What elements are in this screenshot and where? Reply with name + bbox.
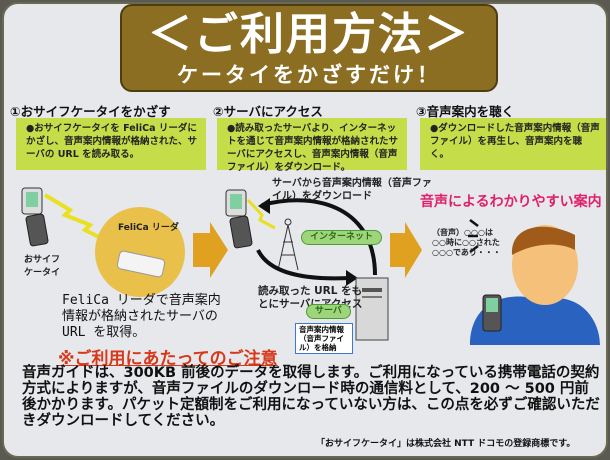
reader-caption: FeliCa リーダで音声案内情報が格納されたサーバの URL を取得。 xyxy=(62,293,221,340)
internet-label: インターネット xyxy=(301,230,383,245)
download-arrowhead xyxy=(258,198,270,214)
speech-lines-icon xyxy=(468,219,479,253)
server-storage-box: 音声案内情報（音声ファイル）を格納 xyxy=(295,323,353,354)
notice-body: 音声ガイドは、300KB 前後のデータを取得します。ご利用になっている携帯電話の… xyxy=(22,365,600,429)
access-arrowhead xyxy=(346,270,358,286)
arrow-right-icon-1 xyxy=(193,222,228,278)
access-arrow xyxy=(256,249,351,281)
step-1-heading: ①おサイフケータイをかざす xyxy=(10,104,171,119)
antenna-tower-icon xyxy=(277,218,299,271)
phone-icon-1 xyxy=(21,187,49,247)
step-2-description: ●読み取ったサーバより、インターネットを通じて音声案内情報が格納されたサーバにア… xyxy=(217,118,407,173)
server-icon xyxy=(355,277,389,341)
osaifu-phone-label: おサイフケータイ xyxy=(24,255,61,278)
arrow-right-icon-2 xyxy=(390,222,422,278)
felica-reader-circle xyxy=(95,207,185,297)
download-arrow xyxy=(261,198,377,276)
title-banner: ＜ご利用方法＞ ケータイをかざすだけ！ xyxy=(120,4,498,92)
signal-bolt-icon-2 xyxy=(246,198,276,230)
signal-bolt-icon xyxy=(43,193,106,242)
phone-icon-2 xyxy=(225,189,253,249)
notice-heading: ※ご利用にあたってのご注意 xyxy=(58,349,278,369)
speech-text: （音声）○○○は○○時に○○された○○○であり・・・ xyxy=(432,228,501,257)
step-3-description: ●ダウンロードした音声案内情報（音声ファイル）を再生し、音声案内を聴く。 xyxy=(420,118,606,170)
step-2-heading: ②サーバにアクセス xyxy=(213,104,323,119)
server-label: サーバ xyxy=(306,304,351,319)
download-label: サーバから音声案内情報（音声ファイル）をダウンロード xyxy=(272,178,432,202)
felica-reader-icon xyxy=(116,250,166,278)
step-1-description: ●おサイフケータイを FeliCa リーダにかざし、音声案内情報が格納された、サ… xyxy=(16,118,206,170)
flow-diagram xyxy=(21,187,600,345)
presenter-figure xyxy=(470,225,600,345)
step-3-heading: ③音声案内を聴く xyxy=(416,104,515,119)
page-subtitle: ケータイをかざすだけ！ xyxy=(177,63,441,87)
page-title: ＜ご利用方法＞ xyxy=(148,9,470,60)
trademark-note: 「おサイフケータイ」は株式会社 NTT ドコモの登録商標です。 xyxy=(316,439,576,449)
felica-reader-label: FeliCa リーダ xyxy=(118,223,179,233)
voice-guide-heading: 音声によるわかりやすい案内 xyxy=(420,194,602,210)
